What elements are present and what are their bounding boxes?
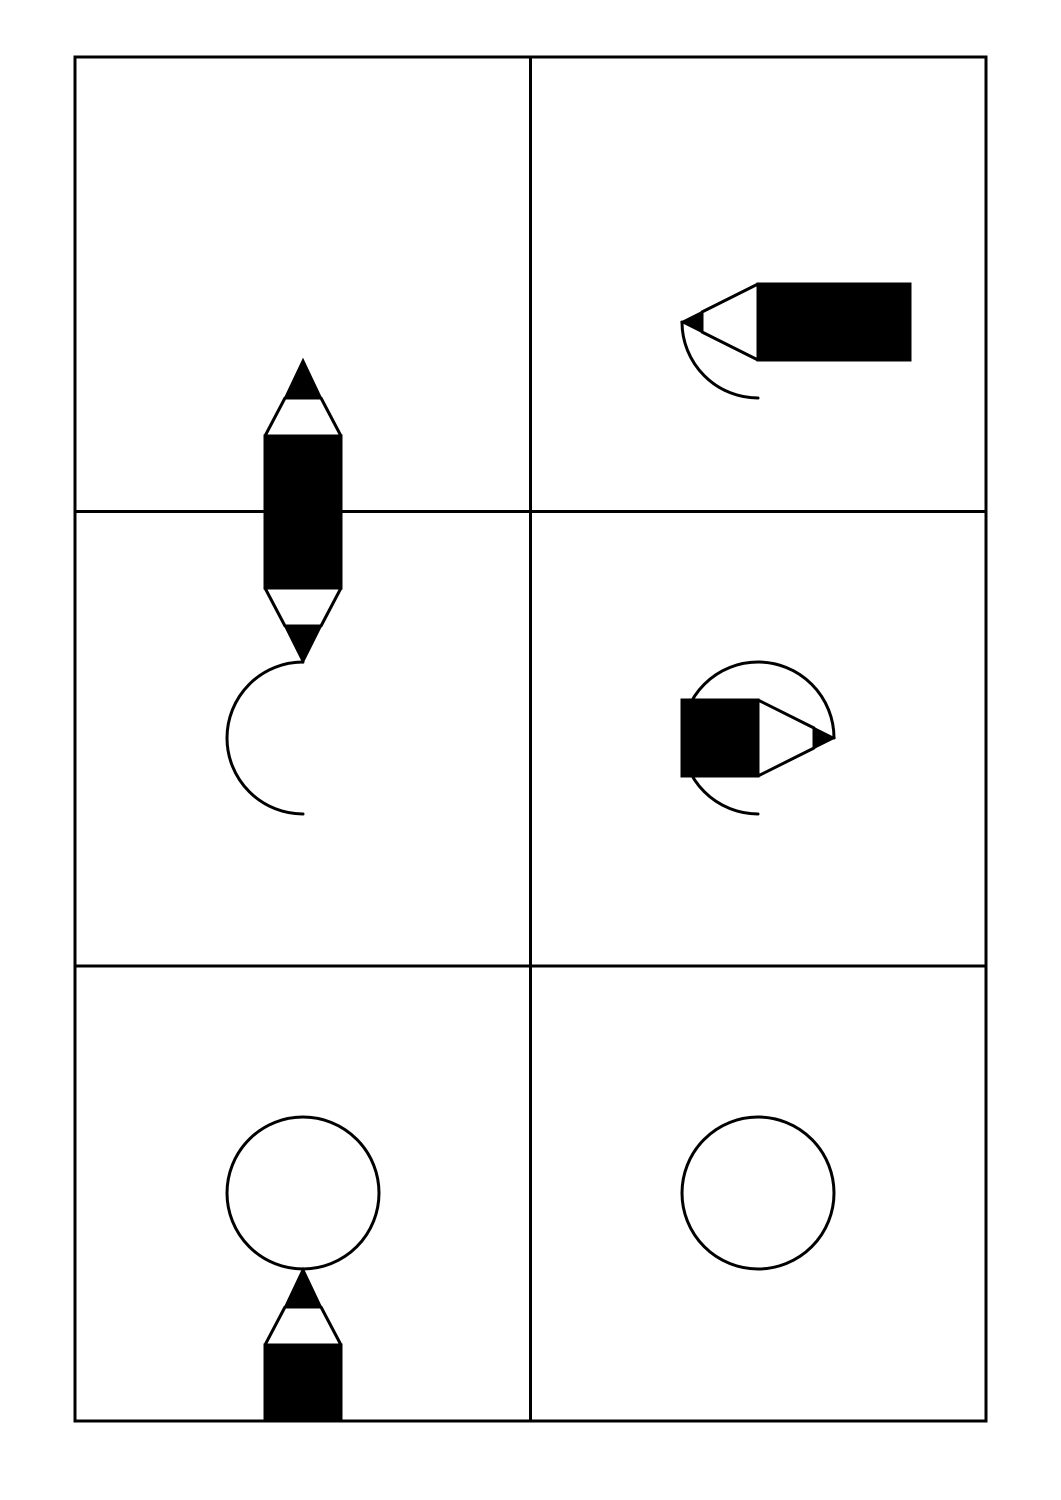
arc-half xyxy=(225,660,305,816)
arc-quarter xyxy=(680,320,760,400)
panel-step-3 xyxy=(225,660,305,816)
pencil-icon-pointing-left xyxy=(680,698,837,778)
panel-step-5 xyxy=(225,1115,381,1423)
pencil-icon-pointing-right xyxy=(679,282,912,362)
circle-finished xyxy=(680,1115,836,1271)
pencil-body xyxy=(756,282,912,362)
panel-step-4 xyxy=(680,660,837,816)
double-pencil-icon xyxy=(263,357,343,665)
arc-three-quarter xyxy=(680,660,836,816)
pencil-bottom-lead xyxy=(283,625,323,665)
panel-grid xyxy=(73,55,988,1423)
panel-step-2 xyxy=(679,282,912,400)
panel-step-6 xyxy=(680,1115,836,1271)
pencil-body xyxy=(263,1343,343,1423)
panel-step-1 xyxy=(263,357,343,665)
pencil-icon-pointing-up xyxy=(263,1266,343,1423)
pencil-body-vertical xyxy=(263,434,343,590)
pencil-body xyxy=(680,698,760,778)
